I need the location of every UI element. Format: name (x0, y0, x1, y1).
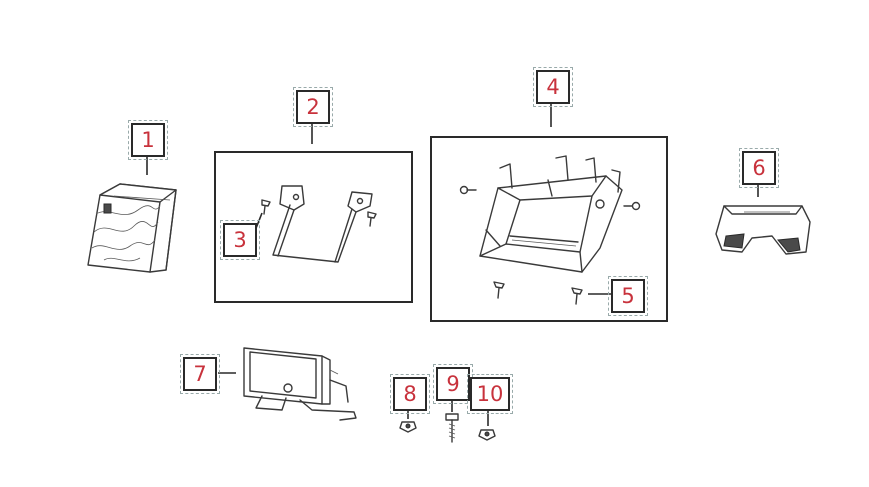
part-4-tray (479, 155, 623, 273)
part-2-bracket (272, 185, 373, 263)
part-9-bolt (445, 413, 459, 443)
part-6-bezel (715, 205, 811, 255)
callout-1[interactable]: 1 (128, 120, 168, 160)
callout-4[interactable]: 4 (533, 67, 573, 107)
group-box-4 (430, 136, 668, 322)
part-5-fasteners (459, 185, 641, 305)
callout-6[interactable]: 6 (739, 148, 779, 188)
part-7-display (243, 347, 357, 421)
part-3-screws (261, 199, 377, 227)
part-10-nut (478, 429, 496, 441)
part-1-module (87, 183, 177, 273)
callout-3[interactable]: 3 (220, 220, 260, 260)
callout-5[interactable]: 5 (608, 276, 648, 316)
callout-2[interactable]: 2 (293, 87, 333, 127)
callout-8[interactable]: 8 (390, 374, 430, 414)
callout-9[interactable]: 9 (433, 364, 473, 404)
callout-10[interactable]: 10 (467, 374, 513, 414)
group-box-2 (214, 151, 413, 303)
callout-7[interactable]: 7 (180, 354, 220, 394)
part-8-nut (399, 421, 417, 433)
